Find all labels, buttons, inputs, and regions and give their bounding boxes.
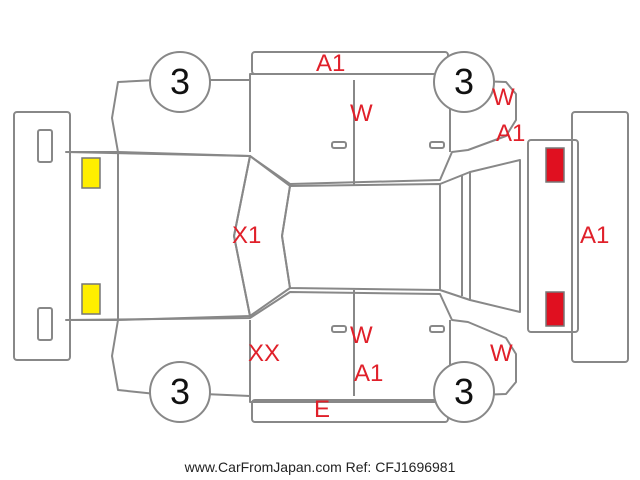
front-light-top (81, 157, 101, 189)
mark-hood: X1 (232, 222, 262, 249)
front-bumper-slot-bottom (37, 307, 53, 341)
mark-bottom-door-a1: A1 (354, 360, 384, 387)
rear-light-top (545, 147, 565, 183)
rear-window (439, 171, 471, 301)
mark-bottom-panel: E (314, 396, 331, 423)
mark-bottom-door-w: W (350, 322, 373, 349)
trunk-lid (469, 159, 521, 313)
tire-grade-rear-right: 3 (453, 371, 475, 412)
mark-bottom-rear-fender: W (490, 340, 513, 367)
mark-top-rear-fender-a1: A1 (496, 120, 526, 147)
rear-light-bottom (545, 291, 565, 327)
front-bumper-slot-top (37, 129, 53, 163)
wheel-front-left (149, 51, 211, 113)
top-roof-strip (251, 51, 449, 75)
bottom-roof-strip (251, 399, 449, 423)
tire-grade-rear-left: 3 (453, 61, 475, 102)
mark-top-door: W (350, 100, 373, 127)
mark-bottom-front-fender: XX (248, 340, 281, 367)
front-bumper (13, 111, 71, 361)
mark-top-panel: A1 (316, 50, 346, 77)
wheel-rear-right (433, 361, 495, 423)
tire-grade-front-left: 3 (169, 61, 191, 102)
rear-bumper (571, 111, 629, 363)
wheel-rear-left (433, 51, 495, 113)
footer-reference: www.CarFromJapan.com Ref: CFJ1696981 (184, 459, 456, 475)
roof-panel (281, 183, 441, 291)
mark-rear-panel: A1 (580, 222, 610, 249)
hood-outline (117, 151, 251, 321)
front-light-bottom (81, 283, 101, 315)
mark-top-rear-fender-w: W (492, 84, 515, 111)
tire-grade-front-right: 3 (169, 371, 191, 412)
rear-panel (527, 139, 579, 333)
wheel-front-right (149, 361, 211, 423)
